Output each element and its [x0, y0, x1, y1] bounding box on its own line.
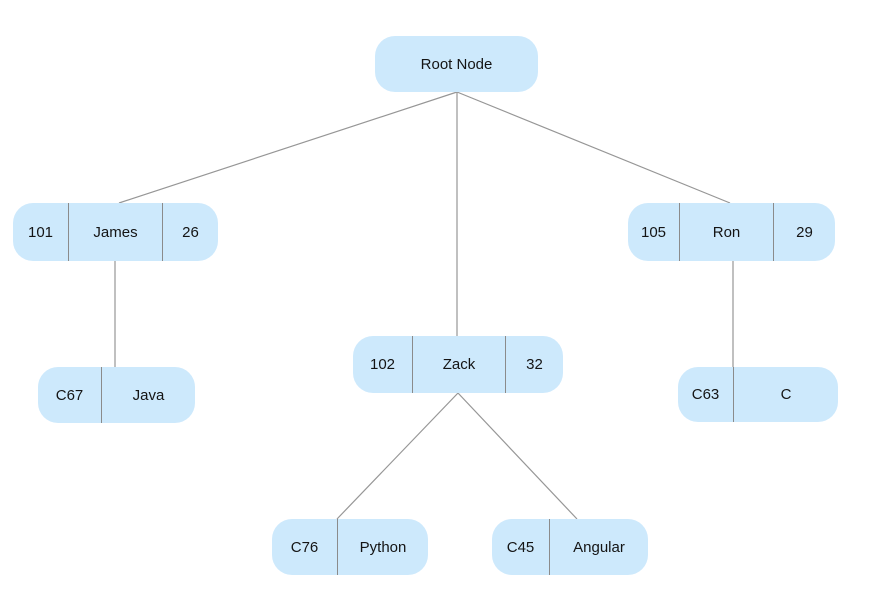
node-code-cell: C67: [55, 386, 84, 404]
node-code-cell: C45: [506, 538, 535, 556]
edge-root-james: [118, 91, 458, 204]
tree-node-java: C67 Java: [38, 367, 195, 423]
node-age-cell: 29: [773, 203, 835, 261]
tree-node-python: C76 Python: [272, 519, 428, 575]
node-age-cell: 32: [505, 336, 563, 393]
node-id-cell: 105: [640, 223, 667, 241]
tree-node-root: Root Node: [375, 36, 538, 92]
node-name-cell: Ron: [679, 203, 773, 261]
node-id-cell: 102: [369, 356, 396, 373]
node-code-cell: C76: [290, 538, 319, 556]
node-code-cell: C63: [691, 386, 720, 403]
edge-zack-angular: [457, 392, 578, 520]
tree-node-zack: 102 Zack 32: [353, 336, 563, 393]
edge-root-ron: [456, 91, 731, 204]
node-skill-cell: Java: [101, 367, 195, 423]
node-id-cell: 101: [27, 223, 54, 241]
node-label: Root Node: [420, 55, 493, 73]
node-skill-cell: Angular: [549, 519, 648, 575]
node-skill-cell: C: [733, 367, 838, 422]
node-skill-cell: Python: [337, 519, 428, 575]
tree-node-angular: C45 Angular: [492, 519, 648, 575]
tree-node-c: C63 C: [678, 367, 838, 422]
tree-node-ron: 105 Ron 29: [628, 203, 835, 261]
node-age-cell: 26: [162, 203, 218, 261]
tree-node-james: 101 James 26: [13, 203, 218, 261]
edge-zack-python: [336, 392, 459, 520]
node-name-cell: Zack: [412, 336, 505, 393]
node-name-cell: James: [68, 203, 162, 261]
